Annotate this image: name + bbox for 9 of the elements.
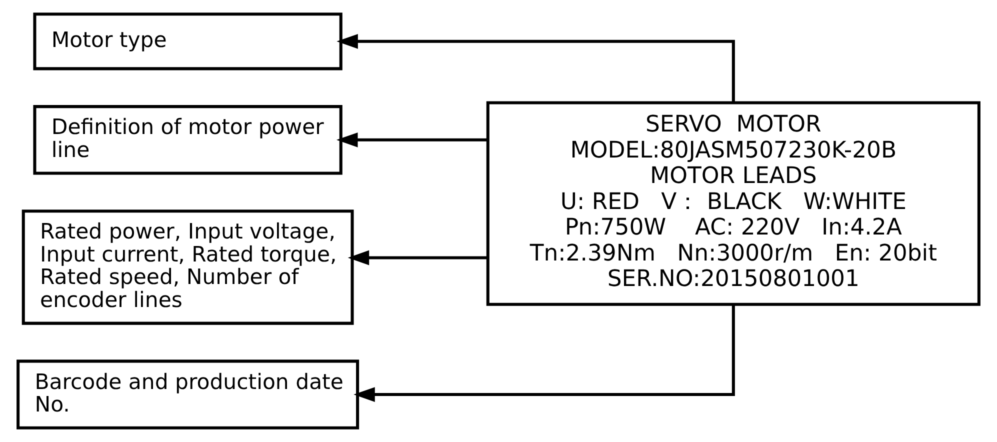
arrow [348,250,488,266]
node-box: Definition of motor power line [33,105,342,175]
node-box: Barcode and production date No. [16,360,360,430]
node-box: SERVO MOTOR MODEL:80JASM507230K-20B MOTOR LEADS U: RED V： BLACK W:WHITE Pn:750W AC: 220V In:4.2A Tn:2.39Nm Nn:3000r/m En: 20bit SER.NO:20150801001 [486,101,980,306]
arrow [354,304,735,402]
node-box: Rated power, Input voltage, Input current, Rated torque, Rated speed, Number of encoder lines [22,210,354,325]
node-box: Motor type [33,12,342,70]
arrow [336,132,488,148]
arrow [336,34,735,103]
